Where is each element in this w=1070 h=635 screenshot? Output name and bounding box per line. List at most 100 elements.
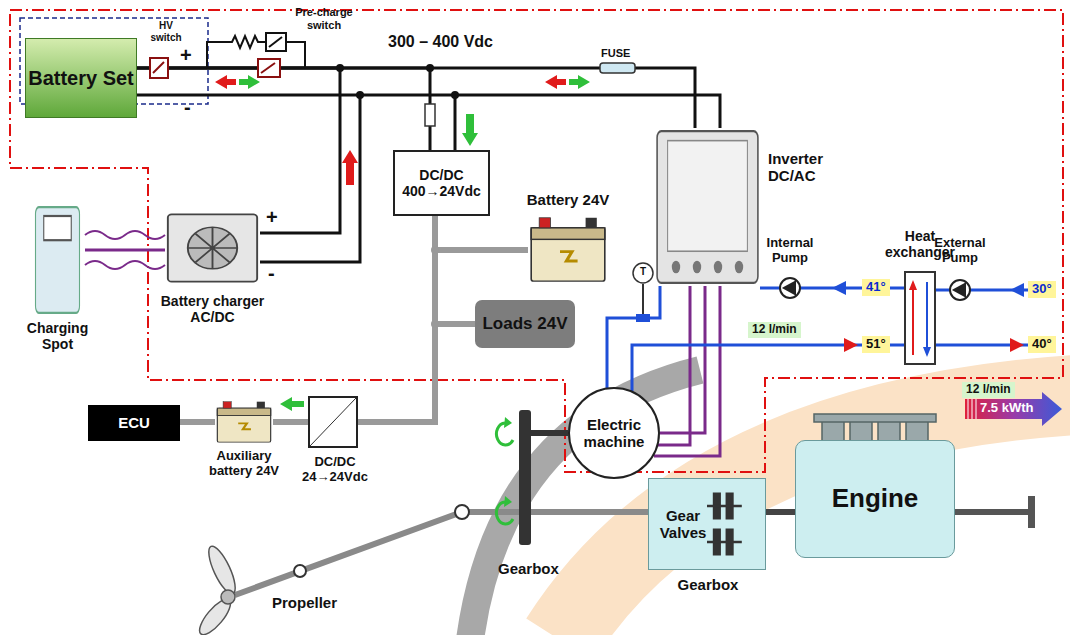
drive-shaft xyxy=(519,410,531,545)
inverter-unit-art xyxy=(714,261,722,274)
polarity-sign: + xyxy=(180,44,192,67)
node-label: Engine xyxy=(832,484,919,514)
node-caption: Charging Spot xyxy=(13,320,103,352)
power-flow-arrow xyxy=(280,397,304,411)
junction-dot xyxy=(431,246,439,254)
temperature-tag: 51° xyxy=(862,336,890,353)
wire-connector xyxy=(273,419,308,425)
fuse-symbol xyxy=(600,63,635,73)
battery-icon-art xyxy=(528,212,608,284)
sensor-label: T xyxy=(636,266,650,278)
cooling-pipe xyxy=(607,286,1028,391)
charging-station-art xyxy=(36,207,80,313)
pump-symbol xyxy=(950,280,970,300)
heat-arrow xyxy=(968,399,976,419)
machine-circle: Electric machine xyxy=(568,387,660,479)
power-flow-arrow xyxy=(569,75,590,89)
wire-connector xyxy=(358,216,435,422)
charger-unit-art xyxy=(188,227,237,269)
fuse-symbol xyxy=(425,104,435,126)
heat-exchanger xyxy=(926,282,928,352)
ecu-box: ECU xyxy=(88,405,180,441)
inverter-unit-art xyxy=(655,128,760,286)
battery-icon-art xyxy=(560,252,578,261)
charger-unit: Battery charger AC/DC xyxy=(165,208,260,288)
negative-bus xyxy=(137,95,720,128)
battery-icon-art xyxy=(223,402,231,408)
charger-unit-art xyxy=(168,214,257,281)
drive-shaft xyxy=(235,512,648,595)
battery-pack: Battery Set xyxy=(25,38,137,118)
flow-arrow xyxy=(832,281,1024,352)
engine-block: Engine xyxy=(795,440,955,558)
junction-dot xyxy=(431,320,439,328)
drive-shaft xyxy=(531,430,568,436)
inverter-unit-art xyxy=(657,131,758,283)
phase-wire xyxy=(658,286,690,445)
heat-power-label: 7.5 kWth xyxy=(980,401,1033,416)
node-caption: Battery 24V xyxy=(503,191,633,208)
wire-connector xyxy=(435,216,475,324)
dc-dc-converter-art xyxy=(310,398,356,446)
heat-exchanger xyxy=(905,272,935,364)
battery-icon-art xyxy=(215,398,273,444)
part-label: Propeller xyxy=(272,594,337,611)
switch-symbol xyxy=(153,62,164,73)
negative-bus xyxy=(454,95,457,150)
temperature-tag: 30° xyxy=(1028,281,1056,298)
pump-label: External Pump xyxy=(925,236,995,266)
node-label: DC/DC 400→24Vdc xyxy=(395,167,488,199)
phase-wire xyxy=(654,286,720,456)
battery-icon: Battery 24V xyxy=(528,212,608,284)
flow-arrow xyxy=(1010,283,1024,297)
switch-symbol xyxy=(150,58,168,78)
propeller-symbol xyxy=(195,543,241,635)
inverter-unit-art xyxy=(693,261,701,274)
wire-connector xyxy=(435,216,528,250)
drive-shaft xyxy=(294,565,306,577)
negative-bus xyxy=(260,95,360,262)
dc-dc-converter-art xyxy=(310,398,356,446)
charger-unit-art xyxy=(188,227,237,269)
polarity-sign: + xyxy=(266,206,278,229)
polarity-sign: - xyxy=(184,96,191,119)
load-box: Loads 24V xyxy=(475,300,575,348)
temperature-tag: 41° xyxy=(862,279,890,296)
flow-arrow xyxy=(832,281,846,295)
switch-symbol xyxy=(266,33,286,51)
part-label: Gearbox xyxy=(498,560,559,577)
charging-station-art xyxy=(30,205,85,315)
gearbox-box: Gear ValvesGearbox xyxy=(648,478,766,570)
thermometer-symbol xyxy=(636,314,650,322)
node-label: Gear Valves xyxy=(655,507,711,542)
battery-icon-art xyxy=(586,218,597,228)
power-flow-arrow xyxy=(462,114,478,146)
battery-icon-art xyxy=(217,408,270,415)
thermometer-symbol xyxy=(633,263,653,283)
inverter-unit: Inverter DC/AC xyxy=(655,128,760,286)
node-label: Loads 24V xyxy=(482,314,567,334)
rotation-arrow xyxy=(496,423,513,524)
heat-exchanger xyxy=(923,347,931,357)
flow-tag: 12 l/min xyxy=(962,382,1015,398)
battery-icon-art xyxy=(539,218,550,228)
dc-dc-converter: DC/DC 400→24Vdc xyxy=(393,150,490,216)
inverter-unit-art xyxy=(672,261,680,274)
temperature-tag: 40° xyxy=(1028,336,1056,353)
rotation-arrowhead xyxy=(504,417,512,428)
battery-icon-art xyxy=(217,408,270,442)
battery-icon-art xyxy=(531,228,605,281)
wire-connector xyxy=(137,68,430,150)
switch-label: Pre-charge switch xyxy=(288,6,360,31)
pump-symbol xyxy=(780,278,970,300)
fuse-symbol xyxy=(425,63,635,126)
charging-station-art xyxy=(44,216,72,240)
battery-icon-art xyxy=(257,402,265,408)
junction-dot xyxy=(336,64,344,72)
precharge-branch xyxy=(207,36,305,68)
node-label: ECU xyxy=(118,414,150,431)
pump-label: Internal Pump xyxy=(755,236,825,266)
pump-symbol xyxy=(954,284,965,296)
wire-connector xyxy=(180,419,215,425)
